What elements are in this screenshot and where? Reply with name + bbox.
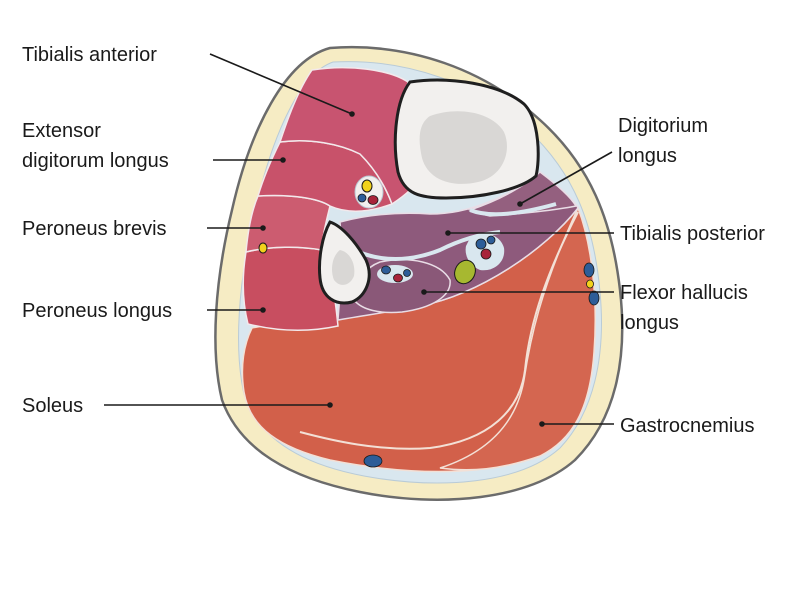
peroneal-vein-2 <box>403 269 411 277</box>
saphenous-bundle <box>583 262 600 306</box>
label-tibialis-posterior: Tibialis posterior <box>620 223 765 245</box>
label-tibialis-anterior: Tibialis anterior <box>22 44 157 66</box>
label-flexor-line2: longus <box>620 312 679 334</box>
pointer-digitorium-longus <box>517 201 523 207</box>
posterior-tibial-neurovascular-bundle <box>454 233 505 285</box>
great-saphenous-vein-1 <box>583 262 595 278</box>
pointer-gastrocnemius <box>539 421 545 427</box>
peroneal-vessels <box>377 265 413 283</box>
label-peroneus-brevis: Peroneus brevis <box>22 218 167 240</box>
label-digitorium-line1: Digitorium <box>618 115 708 137</box>
labels: Tibialis anterior Extensor digitorum lon… <box>22 44 765 437</box>
peroneal-vein-1 <box>381 265 391 275</box>
posterior-tibial-vein-2 <box>486 235 496 245</box>
label-soleus: Soleus <box>22 395 83 417</box>
pointer-peroneus-brevis <box>260 225 266 231</box>
pointer-tibialis-anterior <box>349 111 355 117</box>
gastrocnemius-muscle <box>439 206 596 471</box>
pointer-soleus <box>327 402 333 408</box>
label-extensor-line2: digitorum longus <box>22 150 169 172</box>
label-peroneus-longus: Peroneus longus <box>22 300 172 322</box>
peroneal-artery <box>393 273 403 283</box>
tibialis-anterior-muscle <box>278 66 411 206</box>
peroneus-brevis-muscle <box>245 194 331 253</box>
anterior-tibial-artery <box>367 195 379 205</box>
posterior-tibial-vein-1 <box>475 238 487 250</box>
label-extensor-line1: Extensor <box>22 120 101 142</box>
posterior-tibial-artery <box>480 248 492 260</box>
tibial-nerve <box>454 259 476 285</box>
superficial-peroneal-nerve <box>258 242 268 254</box>
fibula-marrow <box>332 250 355 285</box>
great-saphenous-vein-2 <box>588 290 600 306</box>
saphenous-nerve <box>586 279 594 289</box>
anterior-neurovascular-bundle <box>354 175 384 209</box>
label-flexor-line1: Flexor hallucis <box>620 282 748 304</box>
leader-tibialis-anterior <box>209 53 353 115</box>
tibia-marrow <box>419 111 507 184</box>
label-digitorium-line2: longus <box>618 145 677 167</box>
pointer-peroneus-longus <box>260 307 266 313</box>
leader-lines <box>104 53 614 427</box>
intermuscular-septum <box>469 202 557 217</box>
anterior-tibial-nerve <box>361 179 373 193</box>
gastrocnemius-boundary <box>299 211 579 450</box>
pointer-tibialis-posterior <box>445 230 451 236</box>
small-saphenous-vein <box>363 454 383 468</box>
anterior-tibial-vein <box>357 193 367 203</box>
pointer-extensor-digitorum-longus <box>280 157 286 163</box>
label-gastrocnemius: Gastrocnemius <box>620 415 755 437</box>
pointer-flexor-hallucis-longus <box>421 289 427 295</box>
leader-digitorium-longus <box>519 151 613 205</box>
